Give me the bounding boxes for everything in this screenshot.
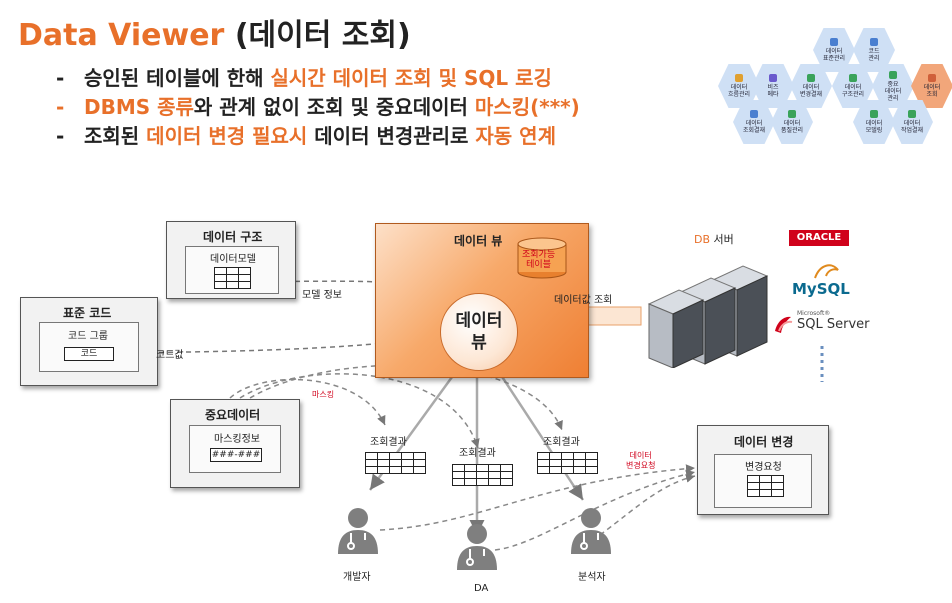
masking-label: 마스킹	[312, 390, 335, 399]
microsoft-label: Microsoft®	[797, 310, 831, 317]
code-value-label: 코드값	[156, 350, 184, 361]
bullet-1: -승인된 테이블에 한해 실시간 데이터 조회 및 SQL 로깅	[56, 66, 552, 90]
bullet-3: -조회된 데이터 변경 필요시 데이터 변경관리로 자동 연계	[56, 124, 556, 148]
standard-code-title: 표준 코드	[63, 306, 112, 320]
developer-icon	[338, 508, 378, 554]
title-en: Data Viewer	[18, 18, 225, 53]
data-view-title: 데이터 뷰	[454, 234, 503, 248]
result-grid-3	[537, 452, 598, 474]
important-data-title: 중요데이터	[205, 408, 261, 422]
code-group-label: 코드 그룹	[68, 331, 108, 342]
important-data-box: 중요데이터 마스킹정보 ###-###	[170, 399, 300, 488]
standard-code-box: 표준 코드 코드 그룹 코드	[20, 297, 158, 386]
db-server-icon	[647, 265, 769, 368]
da-label: DA	[474, 583, 489, 594]
masking-info-label: 마스킹정보	[214, 434, 260, 445]
data-structure-title: 데이터 구조	[203, 230, 263, 244]
change-line-2	[494, 469, 696, 551]
masking-pattern: ###-###	[210, 448, 262, 462]
data-model-label: 데이터모델	[210, 254, 256, 265]
page-title: Data Viewer (데이터 조회)	[18, 10, 411, 54]
analyst-icon	[571, 508, 611, 554]
flow-analyst	[493, 365, 585, 501]
change-line-1	[379, 464, 696, 531]
change-line-3	[599, 473, 696, 536]
result-label-1: 조회결과	[370, 437, 407, 448]
change-request-grid	[747, 475, 784, 497]
data-change-title: 데이터 변경	[734, 435, 794, 449]
sql-server-logo: SQL Server	[797, 317, 870, 332]
title-ko: (데이터 조회)	[234, 18, 411, 53]
result-label-2: 조회결과	[459, 448, 496, 459]
da-icon	[457, 524, 497, 570]
mask-line-1	[229, 378, 386, 426]
model-info-label: 모델 정보	[302, 290, 342, 301]
db-server-label: DB 서버	[694, 233, 734, 246]
result-label-3: 조회결과	[543, 437, 580, 448]
result-grid-1	[365, 452, 426, 474]
oracle-logo: ORACLE	[789, 230, 849, 246]
data-view-hub: 데이터 뷰	[440, 293, 518, 371]
analyst-label: 분석자	[578, 572, 606, 583]
bullet-list: -승인된 테이블에 한해 실시간 데이터 조회 및 SQL 로깅 -DBMS 종…	[56, 64, 580, 151]
sql-server-icon	[775, 316, 793, 333]
change-request-panel: 변경요청	[714, 454, 812, 508]
bullet-2: -DBMS 종류와 관계 없이 조회 및 중요데이터 마스킹(***)	[56, 95, 580, 119]
queryable-table-db-icon	[517, 237, 567, 279]
mysql-dolphin-icon	[814, 264, 839, 279]
change-request-label-inner: 변경요청	[745, 462, 782, 473]
developer-label: 개발자	[343, 572, 371, 583]
data-structure-box: 데이터 구조 데이터모델	[166, 221, 296, 299]
hex-change-approval: 데이터 변경결재	[790, 64, 832, 108]
result-grid-2	[452, 464, 513, 486]
mysql-logo: MySQL	[792, 280, 850, 298]
masking-panel: 마스킹정보 ###-###	[189, 425, 281, 473]
change-request-label: 데이터 변경요청	[626, 451, 656, 470]
data-model-panel: 데이터모델	[185, 246, 279, 294]
mask-line-2	[239, 373, 480, 449]
data-model-grid	[214, 267, 251, 289]
data-query-label: 데이터값 조회	[554, 295, 613, 306]
code-group-panel: 코드 그룹 코드	[39, 322, 139, 372]
queryable-table-label: 조회가능 테이블	[522, 250, 556, 270]
data-change-box: 데이터 변경 변경요청	[697, 425, 829, 515]
code-chip: 코드	[64, 347, 114, 361]
